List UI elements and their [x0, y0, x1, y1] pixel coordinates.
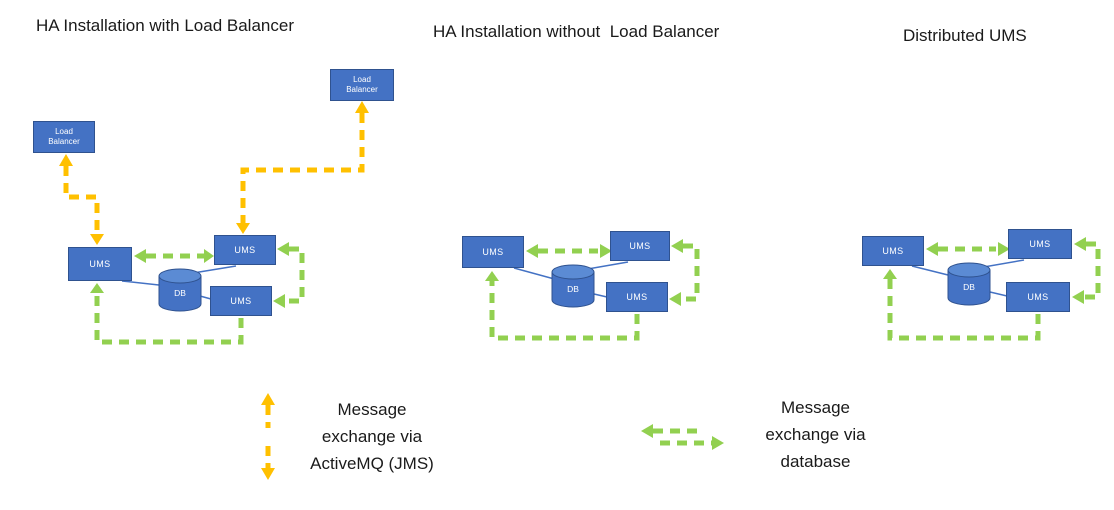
ums-label: UMS	[1027, 292, 1049, 302]
ums-box: UMS	[1006, 282, 1070, 312]
db-cylinder-1	[158, 268, 202, 312]
db-label: DB	[963, 282, 975, 292]
ums-label: UMS	[626, 292, 648, 302]
ums-label: UMS	[1029, 239, 1051, 249]
ums-label: UMS	[482, 247, 504, 257]
db-legend-text: Message exchange via database	[738, 394, 893, 475]
ums-box: UMS	[462, 236, 524, 268]
load-balancer-label: Balancer	[48, 137, 80, 146]
db-legend-line: exchange via	[765, 425, 866, 444]
jms-legend-line: Message	[337, 400, 407, 419]
ums-box: UMS	[68, 247, 132, 281]
load-balancer-label: Load	[353, 75, 371, 84]
db-exchange-arrows-1	[90, 242, 305, 345]
ums-box: UMS	[210, 286, 272, 316]
db-cylinder-3	[947, 262, 991, 306]
jms-legend-arrows	[261, 393, 275, 480]
load-balancer-label: Balancer	[346, 85, 378, 94]
ums-box: UMS	[606, 282, 668, 312]
jms-legend-line: exchange via	[321, 427, 423, 446]
ums-box: UMS	[1008, 229, 1072, 259]
jms-arrow-left	[59, 154, 104, 245]
db-legend-line: database	[780, 452, 851, 471]
ums-box: UMS	[862, 236, 924, 266]
jms-legend-text: Message exchange via ActiveMQ (JMS)	[292, 396, 452, 477]
diagram3-title: Distributed UMS	[903, 26, 1027, 45]
ums-label: UMS	[882, 246, 904, 256]
db-legend-arrows	[641, 424, 724, 450]
ums-label: UMS	[629, 241, 651, 251]
db-exchange-arrows-2	[485, 239, 700, 341]
db-label: DB	[174, 288, 186, 298]
ums-box: UMS	[214, 235, 276, 265]
db-exchange-arrows-3	[883, 237, 1101, 341]
db-cylinder-2	[551, 264, 595, 308]
ums-label: UMS	[230, 296, 252, 306]
db-label: DB	[567, 284, 579, 294]
load-balancer-label: Load	[55, 127, 73, 136]
diagram1-title: HA Installation with Load Balancer	[36, 16, 294, 35]
ums-label: UMS	[234, 245, 256, 255]
diagram2-title: HA Installation without Load Balancer	[433, 22, 720, 41]
jms-legend-line: ActiveMQ (JMS)	[310, 454, 434, 473]
jms-arrow-right	[236, 101, 369, 234]
ums-box: UMS	[610, 231, 670, 261]
load-balancer-box: Load Balancer	[330, 69, 394, 101]
db-legend-line: Message	[781, 398, 850, 417]
ums-label: UMS	[89, 259, 111, 269]
load-balancer-box: Load Balancer	[33, 121, 95, 153]
